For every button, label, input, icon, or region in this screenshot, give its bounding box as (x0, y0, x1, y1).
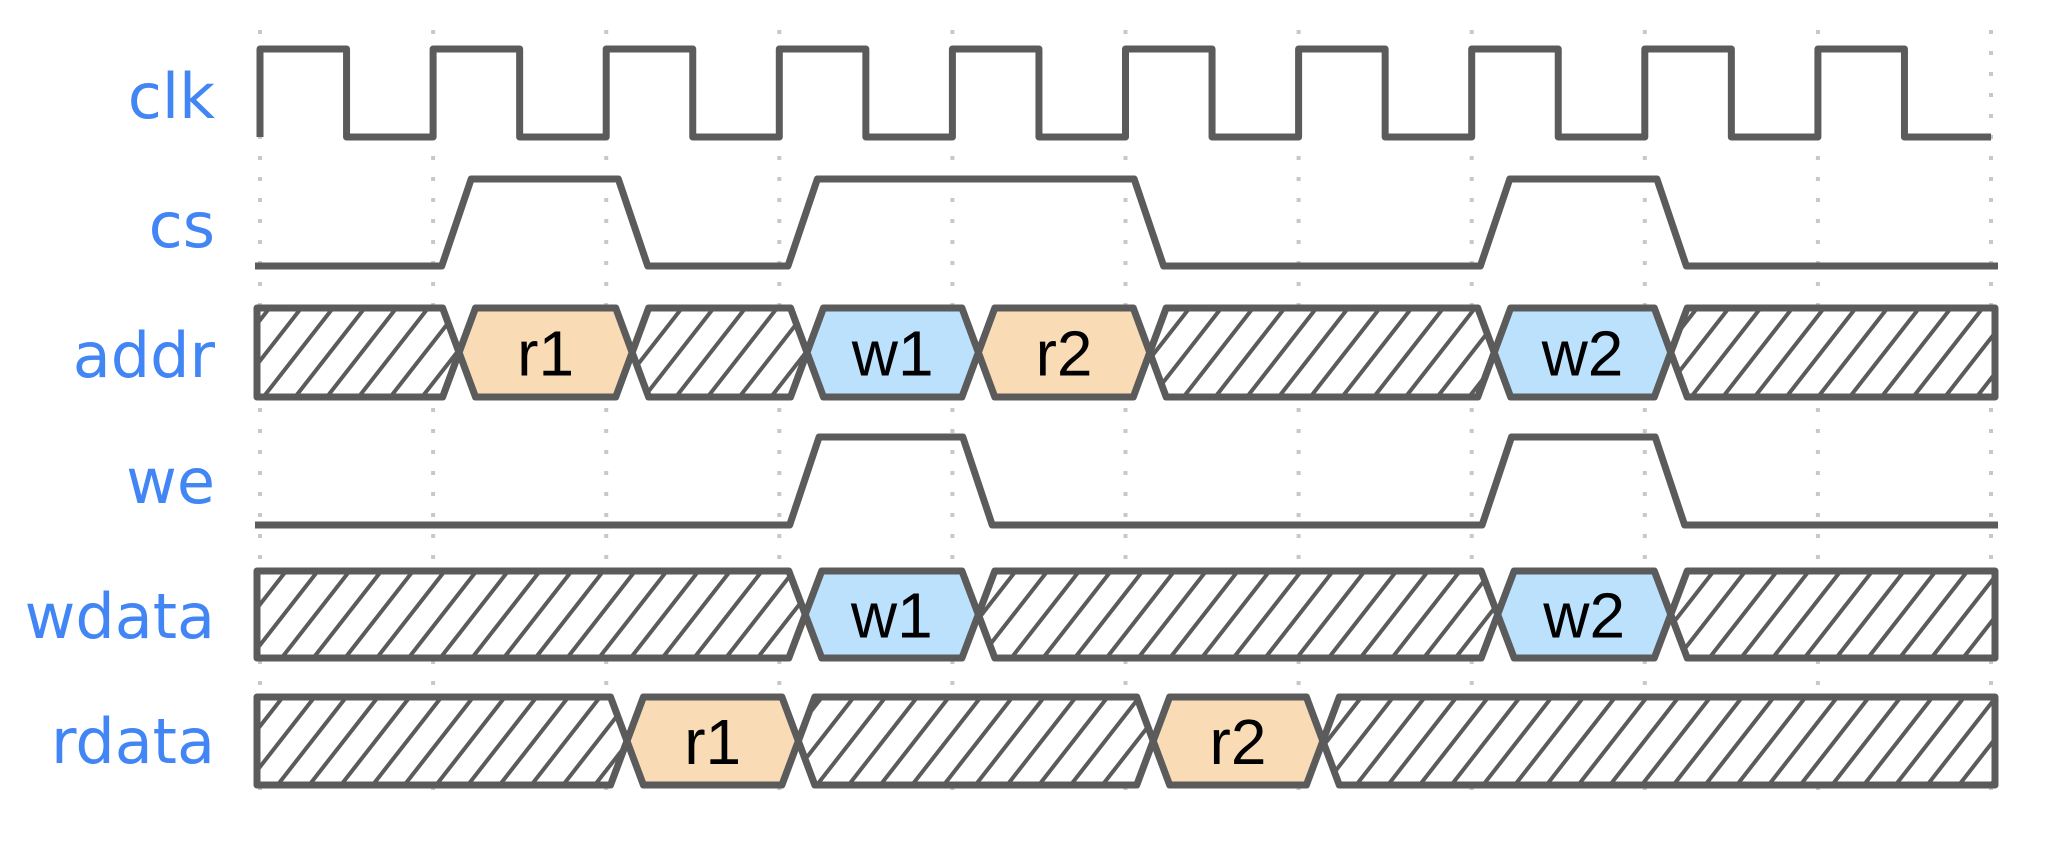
signal-addr: r1 w1 r2 w2 (253, 304, 1999, 401)
bus-segment-dont-care (253, 304, 463, 401)
signal-label-clk: clk (128, 60, 215, 133)
signal-we (255, 433, 1998, 529)
signal-labels: clk cs addr we wdata rdata (25, 60, 216, 778)
signal-rdata: r1 r2 (253, 693, 1999, 789)
signal-label-cs: cs (149, 189, 215, 262)
signal-label-rdata: rdata (51, 705, 215, 778)
bus-value-label: r1 (517, 318, 574, 390)
bus-value-label: w2 (1541, 318, 1624, 390)
we-waveform (255, 433, 1998, 529)
bus-segment-dont-care (1667, 304, 1999, 401)
grid-lines (258, 30, 1993, 800)
bus-segment-dont-care (794, 693, 1157, 789)
bus-value-label: r2 (1036, 318, 1093, 390)
bus-value-label: w1 (851, 318, 934, 390)
signal-wdata: w1 w2 (253, 567, 1999, 662)
bus-segment-dont-care (253, 693, 631, 789)
bus-segment-dont-care (253, 567, 809, 662)
bus-segment-dont-care (628, 304, 811, 401)
signal-label-wdata: wdata (25, 580, 215, 653)
signal-cs (255, 175, 1998, 270)
signal-clk (256, 45, 1991, 141)
waveforms: r1 w1 r2 w2 w1 w2 r1 r2 (253, 45, 1999, 789)
signal-label-addr: addr (73, 319, 216, 392)
bus-value-label: w2 (1542, 580, 1625, 652)
clock-waveform (256, 45, 1991, 141)
bus-value-label: r1 (684, 706, 741, 778)
bus-segment-dont-care (1319, 693, 1999, 789)
bus-value-label: w1 (850, 580, 933, 652)
signal-label-we: we (126, 445, 215, 518)
bus-segment-dont-care (1667, 567, 1999, 662)
bus-segment-dont-care (1146, 304, 1498, 401)
bus-segment-dont-care (974, 567, 1502, 662)
cs-waveform (255, 175, 1998, 270)
bus-value-label: r2 (1210, 706, 1267, 778)
